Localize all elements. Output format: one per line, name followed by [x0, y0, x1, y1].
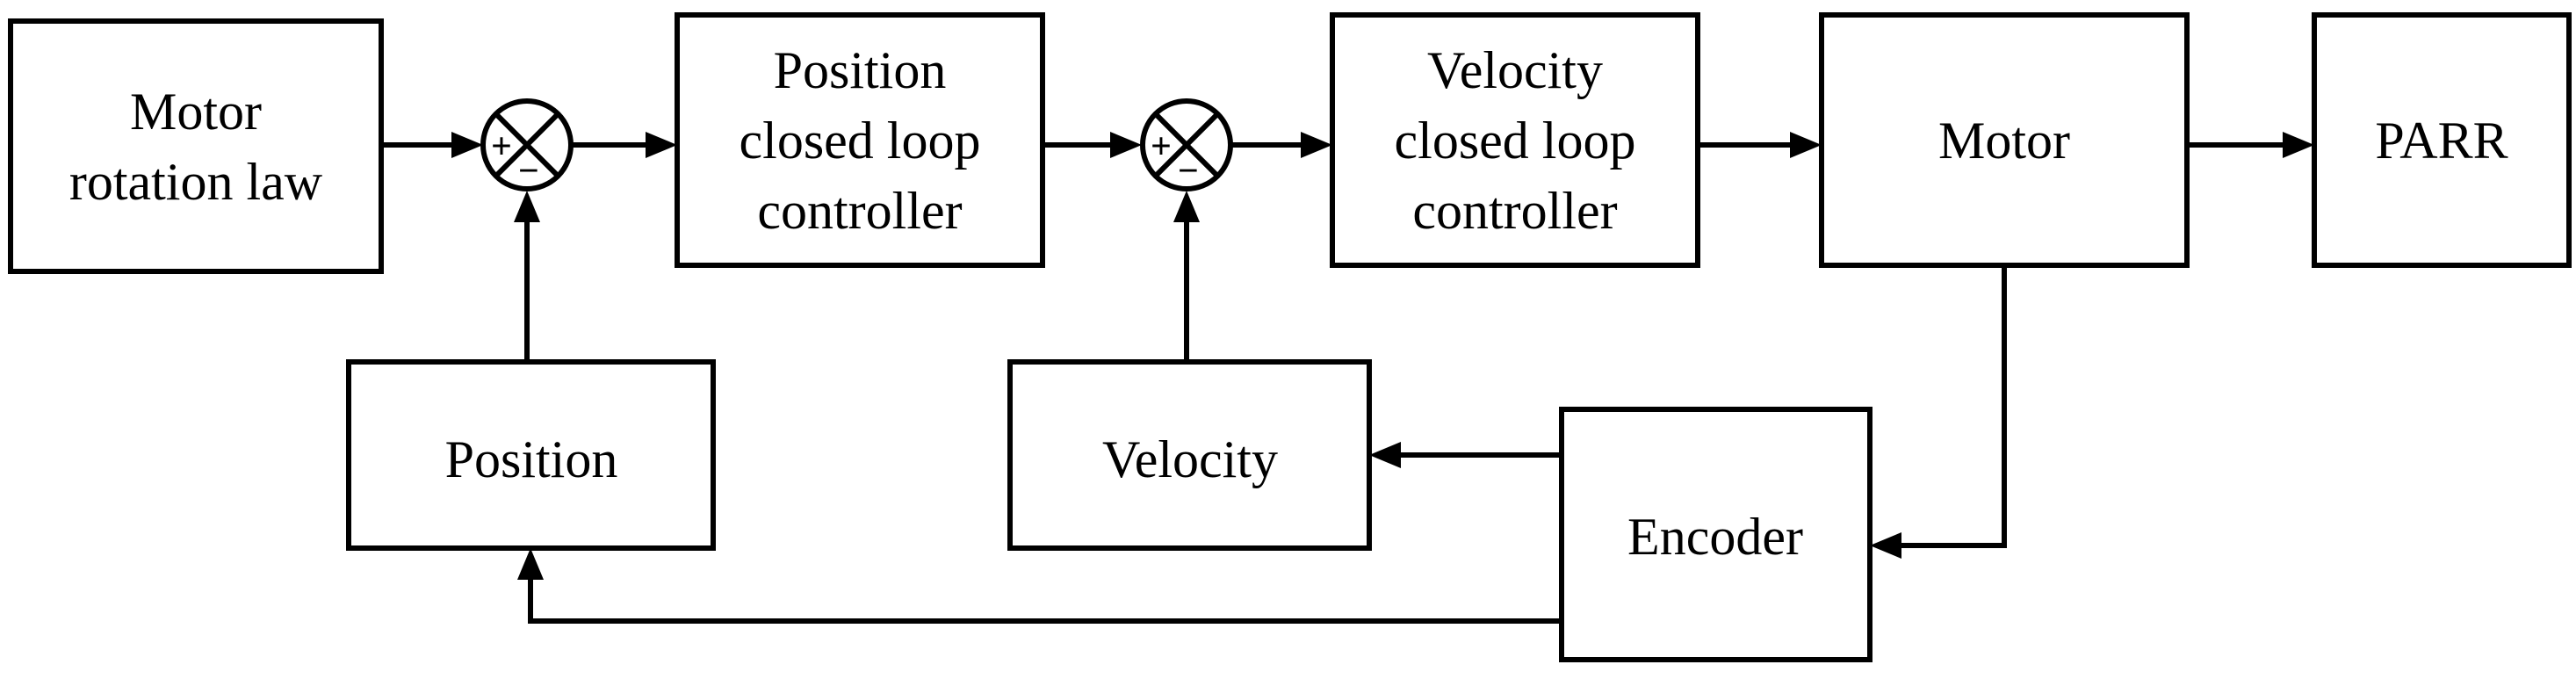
position-controller-label-line3: controller	[757, 182, 962, 240]
encoder-block: Encoder	[1559, 407, 1872, 662]
wire-motor-to-encoder	[1870, 265, 2007, 559]
summing-junction-1: + −	[480, 98, 574, 191]
position-controller-label-line1: Position	[774, 41, 947, 99]
position-controller-block: Position closed loop controller	[675, 12, 1045, 268]
position-controller-label-line2: closed loop	[740, 112, 981, 170]
wire-law-to-sum1	[381, 132, 483, 158]
summing-junction-2-minus: −	[1178, 151, 1199, 191]
wire-sum1-to-position-controller	[571, 132, 677, 158]
motor-block: Motor	[1819, 12, 2190, 268]
wire-position-controller-to-sum2	[1043, 132, 1142, 158]
wire-velocity-controller-to-motor	[1698, 132, 1822, 158]
summing-junction-1-minus: −	[518, 151, 539, 191]
encoder-label: Encoder	[1627, 508, 1803, 566]
velocity-feedback-block: Velocity	[1007, 359, 1372, 551]
parr-label: PARR	[2375, 112, 2507, 170]
position-feedback-label: Position	[445, 430, 618, 488]
motor-rotation-law-label-line1: Motor	[130, 83, 262, 141]
wire-encoder-to-position-feedback	[517, 548, 1562, 624]
wire-encoder-to-velocity-feedback	[1369, 442, 1562, 468]
summing-junction-1-plus: +	[491, 126, 512, 167]
motor-rotation-law-block: Motor rotation law	[8, 18, 384, 274]
wire-motor-to-parr	[2187, 132, 2314, 158]
motor-rotation-law-label-line2: rotation law	[69, 153, 323, 211]
velocity-feedback-label: Velocity	[1102, 430, 1278, 488]
summing-junction-2-plus: +	[1151, 126, 1172, 167]
wire-position-feedback-to-sum1	[514, 191, 540, 362]
velocity-controller-label-line2: closed loop	[1395, 112, 1636, 170]
parr-block: PARR	[2312, 12, 2572, 268]
velocity-controller-block: Velocity closed loop controller	[1330, 12, 1700, 268]
summing-junction-2: + −	[1140, 98, 1233, 191]
velocity-controller-label-line1: Velocity	[1427, 41, 1603, 99]
motor-label: Motor	[1938, 112, 2070, 170]
wire-sum2-to-velocity-controller	[1231, 132, 1332, 158]
wire-velocity-feedback-to-sum2	[1173, 191, 1200, 362]
velocity-controller-label-line3: controller	[1412, 182, 1617, 240]
position-feedback-block: Position	[346, 359, 716, 551]
